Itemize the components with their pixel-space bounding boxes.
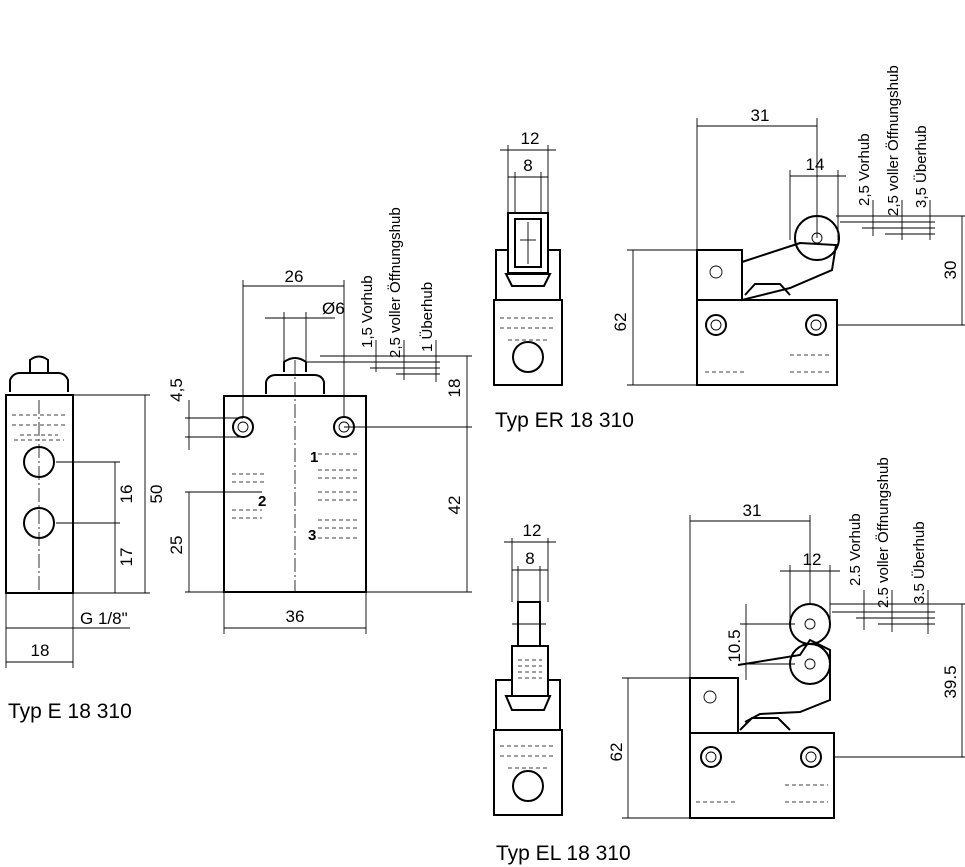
view-typ-el-side: 31 12 10.5 62 39.5 2.5 Vorhub 2.5 voller… (607, 457, 965, 819)
dim-label-el-31: 31 (743, 501, 762, 520)
body-e (5, 394, 74, 594)
dim-label-side-25: 25 (167, 536, 186, 555)
lever-er (741, 241, 838, 302)
dim-label-side-4-5: 4,5 (167, 378, 186, 402)
port-label-3: 3 (308, 527, 316, 544)
view-typ-er-side: 31 14 62 30 2,5 Vorhub 2,5 voller Öffnun… (611, 65, 965, 386)
port-circle-lower (23, 507, 55, 539)
dim-label-e-thread: G 1/8" (80, 609, 128, 628)
dim-label-el-8: 8 (525, 549, 534, 568)
caption-typ-e: Typ E 18 310 (8, 700, 132, 723)
head-block-el (689, 677, 739, 734)
port-label-2: 2 (258, 493, 266, 510)
dim-label-el-12: 12 (523, 521, 542, 540)
stroke-label-er-over: 3,5 Überhub (912, 125, 930, 208)
body-er-front (493, 299, 563, 386)
dim-label-er-12: 12 (521, 129, 540, 148)
dim-label-er-30: 30 (941, 261, 960, 280)
dim-label-side-26: 26 (285, 267, 304, 286)
dim-label-side-42: 42 (445, 496, 464, 515)
dim-label-side-36: 36 (286, 607, 305, 626)
dim-label-er-31: 31 (751, 106, 770, 125)
caption-typ-el: Typ EL 18 310 (496, 842, 631, 865)
head-block-er (696, 249, 743, 301)
dim-label-el-12b: 12 (803, 550, 822, 569)
roller-el-side (789, 603, 831, 645)
dim-label-e-50: 50 (147, 485, 166, 504)
port-label-1: 1 (310, 449, 318, 466)
dim-label-side-18: 18 (445, 379, 464, 398)
dim-label-er-62: 62 (611, 313, 630, 332)
caption-typ-er: Typ ER 18 310 (495, 409, 634, 432)
dim-label-el-10-5: 10.5 (725, 629, 744, 662)
stroke-label-er-full: 2,5 voller Öffnungshub (884, 65, 902, 216)
lever-housing-el (511, 645, 549, 697)
plunger-e (29, 355, 49, 372)
dim-label-er-14: 14 (806, 155, 825, 174)
view-side: 1 2 3 26 Ø6 4,5 25 36 18 42 (167, 207, 472, 634)
lever-el (737, 638, 831, 723)
body-el-side (689, 732, 835, 819)
stroke-label-side-over: 1 Überhub (418, 282, 436, 352)
stroke-label-el-pre: 2.5 Vorhub (847, 513, 864, 586)
dim-label-e-18: 18 (31, 641, 50, 660)
dim-label-side-dia6: Ø6 (322, 299, 345, 318)
stroke-label-el-over: 3.5 Überhub (910, 521, 928, 604)
dim-label-er-8: 8 (523, 156, 532, 175)
dim-label-el-39-5: 39.5 (941, 665, 960, 698)
stroke-label-er-pre: 2,5 Vorhub (856, 133, 873, 206)
plunger-collar-e (9, 372, 69, 392)
view-typ-el-front: 12 8 Typ EL 18 310 (493, 521, 631, 865)
body-el-front (493, 729, 563, 816)
stroke-label-side-full: 2,5 voller Öffnungshub (386, 207, 404, 358)
port-circle-upper (23, 446, 55, 478)
dim-label-e-17: 17 (117, 548, 136, 567)
body-er-side (696, 299, 838, 386)
view-typ-er-front: 12 8 Typ ER 18 310 (493, 129, 634, 432)
dim-label-e-16: 16 (117, 485, 136, 504)
stroke-label-el-full: 2.5 voller Öffnungshub (874, 457, 892, 608)
mount-hole-left (232, 416, 254, 438)
view-typ-e: 50 16 17 G 1/8" 18 Typ E 18 310 (5, 355, 166, 723)
stroke-label-side-pre: 1,5 Vorhub (359, 275, 376, 348)
dim-label-el-62: 62 (607, 743, 626, 762)
plunger-collar-side (265, 374, 325, 394)
